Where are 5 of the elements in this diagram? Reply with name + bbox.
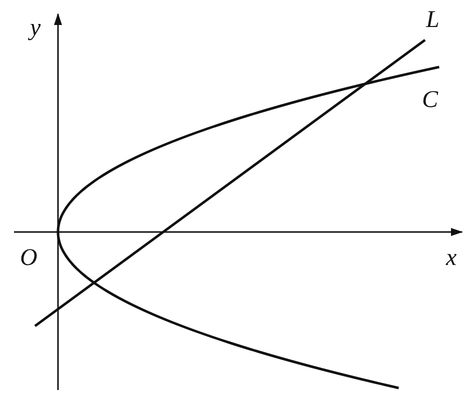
axis-label: C [422,88,438,112]
axis-label: L [426,8,440,32]
axis-label: O [20,246,38,270]
axis-label: x [446,246,457,270]
axis-label: y [30,16,41,40]
